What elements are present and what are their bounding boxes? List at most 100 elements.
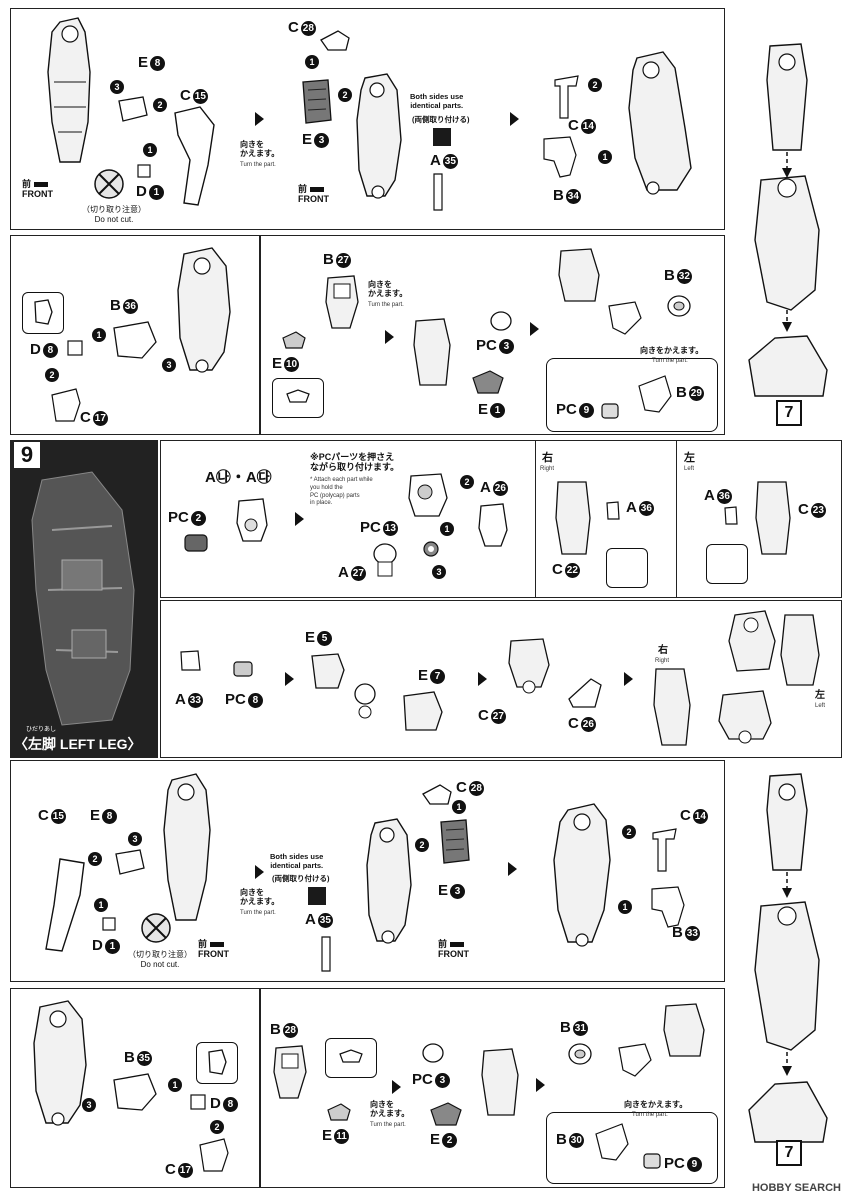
left-label-en: Left — [815, 703, 826, 709]
flow-arrow — [295, 512, 304, 526]
part-e11-illustration — [327, 1103, 351, 1121]
front-indicator: 前 FRONT — [438, 939, 469, 959]
part-e7-illustration — [403, 691, 443, 731]
leg-assembly-illustration-2 — [356, 73, 402, 199]
front-indicator: 前 FRONT — [298, 184, 329, 204]
part-a23-illustration — [236, 498, 268, 542]
part-c23-illustration — [755, 481, 791, 555]
foot-part-illustration-2 — [558, 248, 600, 302]
both-sides-note-jp: (両側取り付ける) — [272, 874, 330, 883]
step-marker: 3 — [82, 1098, 96, 1112]
part-c17b-illustration — [199, 1138, 229, 1172]
step-marker: 1 — [618, 900, 632, 914]
knee-final-illustration — [718, 610, 820, 744]
do-not-cut-note: （切り取り注意）Do not cut. — [128, 950, 192, 969]
flow-arrow — [392, 1080, 401, 1094]
leg-final-assembly-illustration-2 — [748, 773, 828, 1143]
part-c28b-illustration — [422, 784, 452, 805]
right-label-jp: 右 — [542, 452, 553, 464]
flow-arrow — [285, 672, 294, 686]
leg-assembly-illustration-6 — [366, 818, 412, 944]
left-label-en: Left — [684, 466, 695, 472]
leg-assembly-illustration-7 — [553, 803, 611, 947]
detail-callout-box — [606, 548, 648, 588]
part-c28-illustration — [320, 30, 350, 51]
section-title-ruby: ひだりあし — [26, 727, 57, 733]
right-label-en: Right — [540, 466, 555, 472]
part-pc9b-illustration — [643, 1153, 661, 1169]
part-d8b-illustration — [190, 1094, 206, 1110]
part-pc9-illustration — [601, 403, 619, 419]
part-c17-illustration — [51, 388, 81, 422]
part-e3-illustration — [302, 79, 332, 124]
foot-part-illustration-3 — [481, 1048, 519, 1116]
flow-arrow — [255, 112, 264, 126]
part-e3b-illustration — [440, 819, 470, 864]
step-marker: 1 — [168, 1078, 182, 1092]
part-d1b-illustration — [102, 917, 116, 931]
part-b31-illustration — [568, 1043, 592, 1065]
section-title: 〈左脚 LEFT LEG〉 — [14, 736, 142, 752]
step-reference: 7 — [776, 1140, 802, 1166]
part-a33-illustration — [180, 650, 201, 671]
flow-arrow — [510, 112, 519, 126]
part-a26-illustration — [478, 503, 508, 547]
leg-assembly-illustration-8 — [33, 1000, 87, 1126]
step-marker: 1 — [598, 150, 612, 164]
step-marker: 2 — [338, 88, 352, 102]
detail-callout-box — [196, 1042, 238, 1084]
part-c26-illustration — [568, 678, 602, 708]
part-a36-illustration — [606, 501, 620, 520]
flow-arrow — [385, 330, 394, 344]
sub-step-box — [546, 358, 718, 432]
both-sides-note: Both sides use identical parts. — [270, 852, 324, 870]
part-c14b-illustration — [652, 828, 677, 872]
turn-note-en: Turn the part. — [652, 358, 688, 364]
flow-arrow — [255, 865, 264, 879]
part-b35-illustration — [113, 1073, 157, 1111]
front-indicator: 前 FRONT — [22, 179, 53, 199]
part-b27-illustration — [325, 275, 359, 329]
detail-callout-box — [706, 544, 748, 584]
step-marker: 1 — [440, 522, 454, 536]
part-a35b-illustration — [321, 936, 331, 972]
flow-arrow — [536, 1078, 545, 1092]
pc-note-jp: ※PCパーツを押さえ ながら取り付けます。 — [310, 452, 400, 473]
part-d8-detail — [34, 299, 53, 325]
foot-subpart — [608, 301, 642, 335]
leg-final-assembly-illustration-1 — [748, 43, 828, 397]
step-marker: 2 — [45, 368, 59, 382]
part-e8b-illustration — [115, 849, 145, 875]
left-label-jp: 左 — [815, 690, 825, 701]
part-b36-illustration — [113, 321, 157, 359]
detail-callout-box — [272, 378, 324, 418]
both-sides-icon — [433, 128, 451, 146]
part-pc8-illustration — [233, 661, 253, 677]
both-sides-icon — [308, 887, 326, 905]
part-pc2-illustration — [184, 534, 208, 552]
right-label-jp: 右 — [658, 645, 668, 656]
flow-arrow — [478, 672, 487, 686]
turn-note-en: Turn the part. — [370, 1122, 406, 1128]
flow-arrow — [508, 862, 517, 876]
step-marker: 3 — [110, 80, 124, 94]
part-pc3-illustration — [490, 311, 512, 331]
part-e10-detail — [286, 389, 310, 403]
